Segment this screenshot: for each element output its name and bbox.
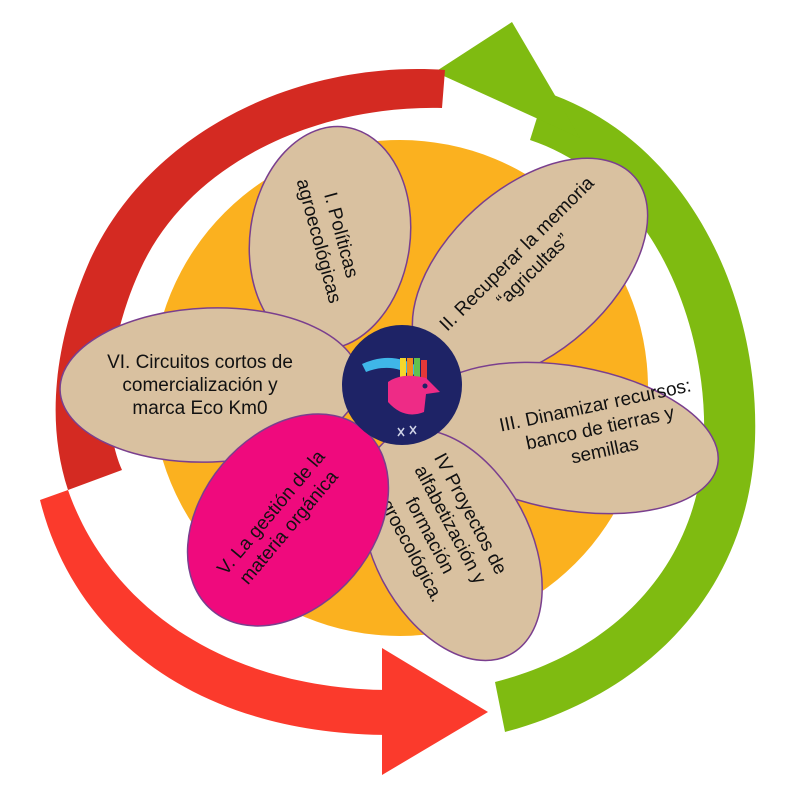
petal-5: V. La gestión de lamateria orgánica — [186, 413, 390, 627]
red-arrow-lower-body — [40, 490, 392, 735]
petal-1: I. Políticasagroecológicas — [248, 125, 412, 351]
center-logo — [342, 325, 462, 445]
green-cycle-arrow — [435, 22, 756, 732]
petal-4: IV Proyectos dealfabetización yformación… — [361, 428, 543, 662]
petal-6-label-line: marca Eco Km0 — [132, 398, 267, 419]
petal-6-label-line: comercialización y — [122, 375, 278, 396]
green-arrow-head — [435, 22, 580, 138]
red-arrow-upper-body — [55, 69, 446, 490]
petal-6-label-line: VI. Circuitos cortos de — [107, 352, 293, 373]
red-arrow-head — [382, 648, 488, 775]
bird-logo-icon — [362, 357, 440, 437]
green-arrow-body — [495, 92, 756, 732]
red-cycle-arrow — [40, 69, 488, 775]
